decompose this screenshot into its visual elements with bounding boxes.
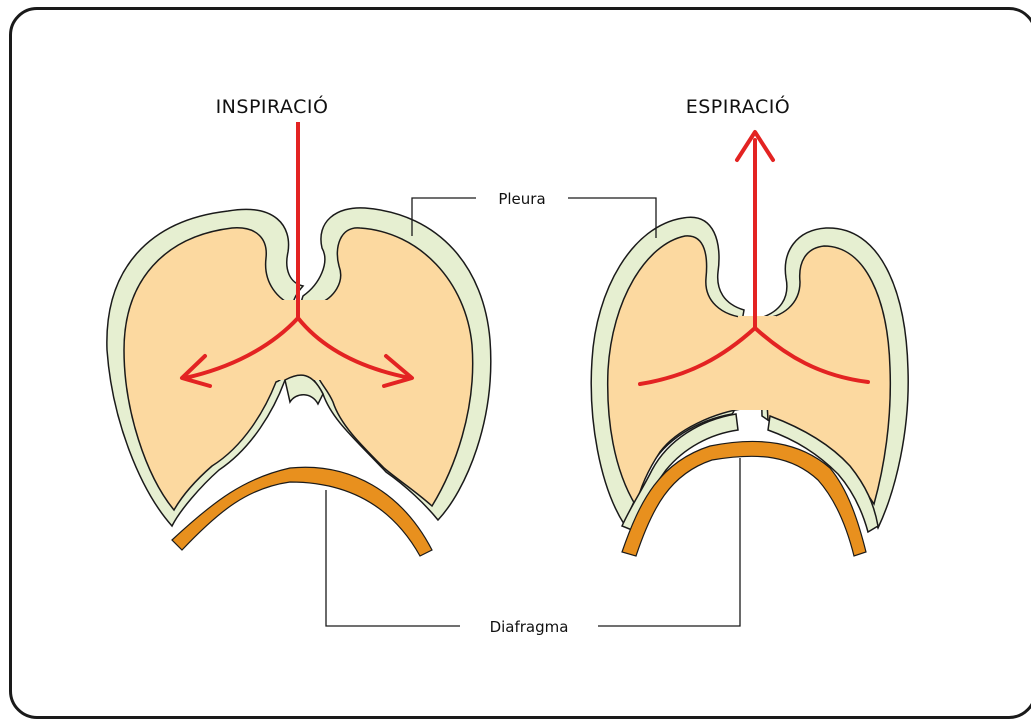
pleura-leader-right [568,198,656,238]
diaphragm-label: Diafragma [490,618,569,636]
expiration-title: ESPIRACIÓ [686,94,791,118]
inspiration-title: INSPIRACIÓ [216,94,329,118]
expiration-lungs [591,217,908,556]
pleura-label: Pleura [498,190,545,208]
inspiration-diaphragm [172,467,432,556]
